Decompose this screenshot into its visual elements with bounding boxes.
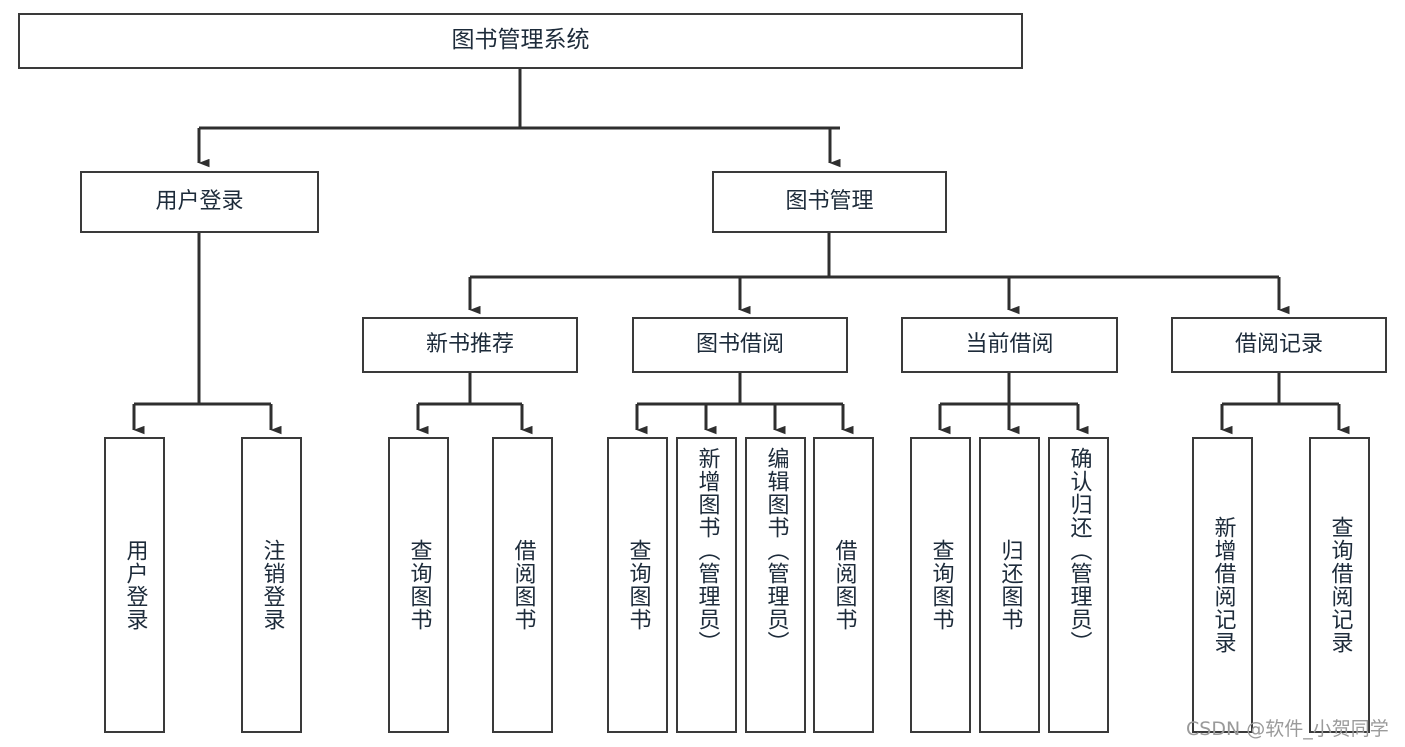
node-label: 查询图书 [625,539,651,631]
node-user-login[interactable]: 用户登录 [80,171,319,233]
leaf-borrow-record-add[interactable]: 新增借阅记录 [1192,437,1253,733]
node-book-borrow[interactable]: 图书借阅 [632,317,848,373]
node-borrow-records[interactable]: 借阅记录 [1171,317,1387,373]
leaf-book-borrow-query[interactable]: 查询图书 [607,437,668,733]
leaf-current-borrow-return[interactable]: 归还图书 [979,437,1040,733]
node-label: 新增借阅记录 [1210,516,1236,654]
node-label: 用户登录 [122,539,148,631]
node-label: 用户登录 [155,189,244,215]
node-label: 借阅图书 [510,539,536,631]
node-label: 图书管理 [785,189,874,215]
leaf-book-borrow-borrow[interactable]: 借阅图书 [813,437,874,733]
leaf-new-book-borrow[interactable]: 借阅图书 [492,437,553,733]
node-label: 借阅记录 [1234,332,1323,358]
node-label: 图书管理系统 [451,27,590,54]
node-label: 新书推荐 [425,332,514,358]
node-label: 确认归还（管理员） [1066,447,1092,654]
node-label: 查询借阅记录 [1327,516,1353,654]
leaf-current-borrow-confirm-return[interactable]: 确认归还（管理员） [1048,437,1109,733]
leaf-user-login-logout[interactable]: 注销登录 [241,437,302,733]
leaf-current-borrow-query[interactable]: 查询图书 [910,437,971,733]
node-label: 图书借阅 [695,332,784,358]
node-label: 编辑图书（管理员） [763,447,789,654]
leaf-user-login-login[interactable]: 用户登录 [104,437,165,733]
node-label: 归还图书 [997,539,1023,631]
node-label: 新增图书（管理员） [694,447,720,654]
node-label: 查询图书 [928,539,954,631]
leaf-book-borrow-add[interactable]: 新增图书（管理员） [676,437,737,733]
node-label: 查询图书 [406,539,432,631]
node-root-system[interactable]: 图书管理系统 [18,13,1023,69]
node-label: 借阅图书 [831,539,857,631]
watermark-text: CSDN @软件_小贺同学 [1186,718,1389,740]
node-label: 当前借阅 [965,332,1054,358]
node-new-book-recommend[interactable]: 新书推荐 [362,317,578,373]
leaf-new-book-query[interactable]: 查询图书 [388,437,449,733]
node-current-borrow[interactable]: 当前借阅 [901,317,1118,373]
node-label: 注销登录 [259,539,285,631]
leaf-book-borrow-edit[interactable]: 编辑图书（管理员） [745,437,806,733]
node-book-management[interactable]: 图书管理 [712,171,947,233]
leaf-borrow-record-query[interactable]: 查询借阅记录 [1309,437,1370,733]
